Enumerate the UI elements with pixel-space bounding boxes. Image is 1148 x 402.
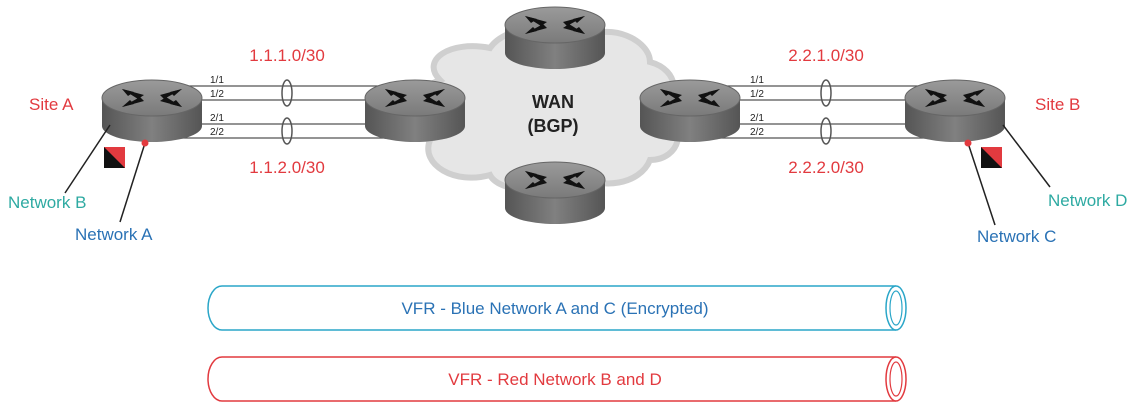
- vfr-red-label: VFR - Red Network B and D: [448, 370, 662, 389]
- site-b-label: Site B: [1035, 95, 1080, 114]
- router-site-a: [101, 79, 203, 143]
- network-b-marker-icon: [104, 147, 125, 168]
- router-wan-right: [639, 79, 741, 143]
- port-label: 1/2: [210, 89, 224, 100]
- router-wan-top: [504, 6, 606, 70]
- router-site-b: [904, 79, 1006, 143]
- router-wan-bottom: [504, 161, 606, 225]
- port-label: 1/1: [210, 75, 224, 86]
- left-link-bundles: [281, 79, 293, 145]
- network-d-marker-icon: [981, 147, 1002, 168]
- port-label: 2/1: [210, 113, 224, 124]
- network-d-connector: [1002, 124, 1051, 188]
- wan-label: WAN: [532, 92, 574, 112]
- network-b-label: Network B: [8, 193, 86, 212]
- vfr-blue-label: VFR - Blue Network A and C (Encrypted): [401, 299, 708, 318]
- network-a-label: Network A: [75, 225, 153, 244]
- port-label: 2/1: [750, 113, 764, 124]
- port-label: 1/2: [750, 89, 764, 100]
- subnet-right-bottom: 2.2.2.0/30: [788, 158, 864, 177]
- network-d-label: Network D: [1048, 191, 1127, 210]
- network-a-connector: [119, 139, 149, 223]
- port-label: 2/2: [210, 127, 224, 138]
- router-wan-left: [364, 79, 466, 143]
- subnet-left-top: 1.1.1.0/30: [249, 46, 325, 65]
- subnet-left-bottom: 1.1.2.0/30: [249, 158, 325, 177]
- vfr-blue-pipe: VFR - Blue Network A and C (Encrypted): [207, 285, 907, 331]
- site-a-label: Site A: [29, 95, 74, 114]
- right-link-bundles: [820, 79, 832, 145]
- subnet-right-top: 2.2.1.0/30: [788, 46, 864, 65]
- wan-protocol-label: (BGP): [528, 116, 579, 136]
- network-c-connector: [964, 139, 996, 226]
- port-label: 2/2: [750, 127, 764, 138]
- network-c-label: Network C: [977, 227, 1056, 246]
- vfr-red-pipe: VFR - Red Network B and D: [207, 356, 907, 402]
- network-b-connector: [64, 124, 111, 194]
- port-label: 1/1: [750, 75, 764, 86]
